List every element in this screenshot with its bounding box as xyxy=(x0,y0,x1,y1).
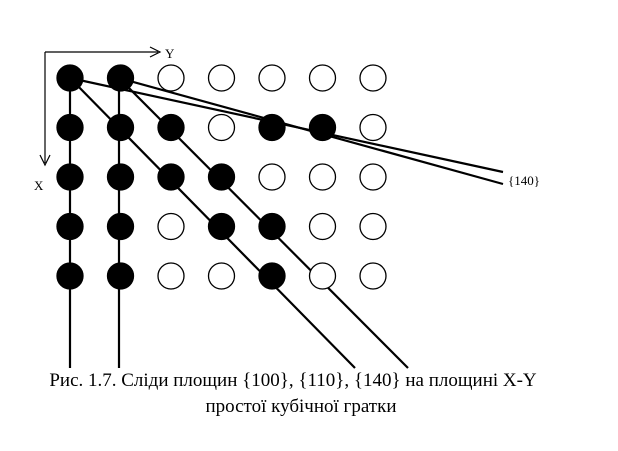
filled-atom-site xyxy=(106,262,135,290)
filled-atom-site xyxy=(258,113,286,142)
empty-atom-site xyxy=(359,262,387,290)
plane-140-label: {140} xyxy=(508,173,540,188)
filled-atom-site xyxy=(207,163,236,191)
filled-atom-site xyxy=(106,212,135,241)
empty-atom-site xyxy=(359,113,387,142)
axes xyxy=(39,46,162,167)
filled-atom-site xyxy=(106,163,135,191)
empty-atom-site xyxy=(308,64,337,92)
filled-atom-site xyxy=(157,163,185,191)
filled-atom-site xyxy=(56,113,84,142)
empty-atom-site xyxy=(157,212,185,241)
y-axis-arrow xyxy=(149,46,162,58)
empty-atom-site xyxy=(258,163,286,191)
filled-atom-site xyxy=(157,113,185,142)
filled-atom-site xyxy=(56,64,84,92)
empty-atom-site xyxy=(359,163,387,191)
x-axis-arrow xyxy=(39,154,51,167)
filled-atom-site xyxy=(258,262,286,290)
x-axis-label: X xyxy=(34,178,44,193)
caption-line-2: простої кубічної гратки xyxy=(205,396,397,417)
filled-atom-site xyxy=(106,64,135,92)
filled-atom-site xyxy=(308,113,337,142)
filled-atom-site xyxy=(56,262,84,290)
empty-atom-site xyxy=(207,64,236,92)
lattice-sites xyxy=(56,64,387,290)
empty-atom-site xyxy=(207,113,236,142)
caption-line-1: Рис. 1.7. Сліди площин {100}, {110}, {14… xyxy=(49,370,537,391)
empty-atom-site xyxy=(207,262,236,290)
filled-atom-site xyxy=(56,212,84,241)
filled-atom-site xyxy=(258,212,286,241)
empty-atom-site xyxy=(258,64,286,92)
empty-atom-site xyxy=(308,262,337,290)
filled-atom-site xyxy=(106,113,135,142)
empty-atom-site xyxy=(308,212,337,241)
filled-atom-site xyxy=(56,163,84,191)
empty-atom-site xyxy=(157,262,185,290)
y-axis-label: Y xyxy=(165,46,175,61)
empty-atom-site xyxy=(308,163,337,191)
empty-atom-site xyxy=(359,64,387,92)
empty-atom-site xyxy=(359,212,387,241)
filled-atom-site xyxy=(207,212,236,241)
plane-traces xyxy=(68,76,504,369)
empty-atom-site xyxy=(157,64,185,92)
